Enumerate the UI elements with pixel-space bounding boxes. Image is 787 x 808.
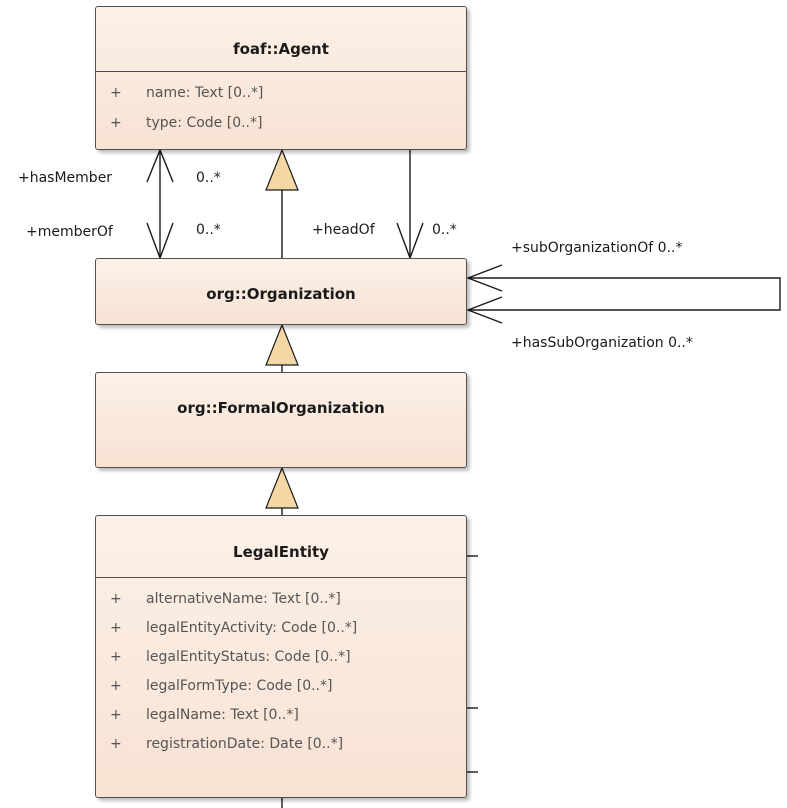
- attribute-visibility: +: [110, 115, 122, 131]
- attribute-row: + alternativeName: Text [0..*]: [96, 591, 466, 611]
- attribute-visibility: +: [110, 620, 122, 636]
- has-member-arrowhead: [146, 148, 174, 183]
- attribute-visibility: +: [110, 649, 122, 665]
- attribute-text: type: Code [0..*]: [146, 115, 263, 131]
- member-of-role-label: +memberOf: [26, 224, 113, 240]
- attribute-row: + legalName: Text [0..*]: [96, 707, 466, 727]
- has-member-role-label: +hasMember: [18, 170, 113, 186]
- organization-generalization-arrow: [265, 148, 299, 191]
- attribute-row: + legalEntityStatus: Code [0..*]: [96, 649, 466, 669]
- attribute-row: + legalEntityActivity: Code [0..*]: [96, 620, 466, 640]
- sub-organization-loop: [468, 277, 781, 311]
- attribute-text: legalEntityActivity: Code [0..*]: [146, 620, 358, 636]
- attribute-text: alternativeName: Text [0..*]: [146, 591, 341, 607]
- attribute-row: + registrationDate: Date [0..*]: [96, 736, 466, 756]
- class-compartment-divider: [96, 71, 466, 72]
- sub-organization-of-label: +subOrganizationOf 0..*: [511, 240, 683, 256]
- has-sub-organization-arrowhead: [466, 296, 503, 324]
- sub-organization-of-arrowhead: [466, 264, 503, 292]
- class-org-organization[interactable]: org::Organization: [95, 258, 467, 325]
- has-member-multiplicity: 0..*: [196, 170, 221, 186]
- attribute-text: registrationDate: Date [0..*]: [146, 736, 344, 752]
- has-sub-organization-label: +hasSubOrganization 0..*: [511, 335, 693, 351]
- class-name: LegalEntity: [233, 543, 329, 561]
- member-of-multiplicity: 0..*: [196, 222, 221, 238]
- class-name: foaf::Agent: [233, 40, 329, 58]
- attribute-visibility: +: [110, 591, 122, 607]
- attribute-row: + type: Code [0..*]: [96, 115, 466, 135]
- formal-organization-generalization-arrow: [265, 323, 299, 366]
- attribute-row: + name: Text [0..*]: [96, 85, 466, 105]
- attribute-text: legalName: Text [0..*]: [146, 707, 299, 723]
- attribute-visibility: +: [110, 678, 122, 694]
- attribute-text: legalEntityStatus: Code [0..*]: [146, 649, 351, 665]
- head-of-role-label: +headOf: [312, 222, 375, 238]
- legal-entity-generalization-arrow: [265, 466, 299, 509]
- head-of-multiplicity: 0..*: [432, 222, 457, 238]
- attribute-visibility: +: [110, 707, 122, 723]
- class-org-formal-organization[interactable]: org::FormalOrganization: [95, 372, 467, 468]
- class-name: org::FormalOrganization: [177, 399, 385, 417]
- attribute-text: legalFormType: Code [0..*]: [146, 678, 333, 694]
- class-name: org::Organization: [206, 285, 356, 303]
- class-foaf-agent[interactable]: foaf::Agent + name: Text [0..*] + type: …: [95, 6, 467, 150]
- class-compartment-divider: [96, 577, 466, 578]
- class-legal-entity[interactable]: LegalEntity + alternativeName: Text [0..…: [95, 515, 467, 798]
- attribute-text: name: Text [0..*]: [146, 85, 264, 101]
- attribute-row: + legalFormType: Code [0..*]: [96, 678, 466, 698]
- attribute-visibility: +: [110, 85, 122, 101]
- attribute-visibility: +: [110, 736, 122, 752]
